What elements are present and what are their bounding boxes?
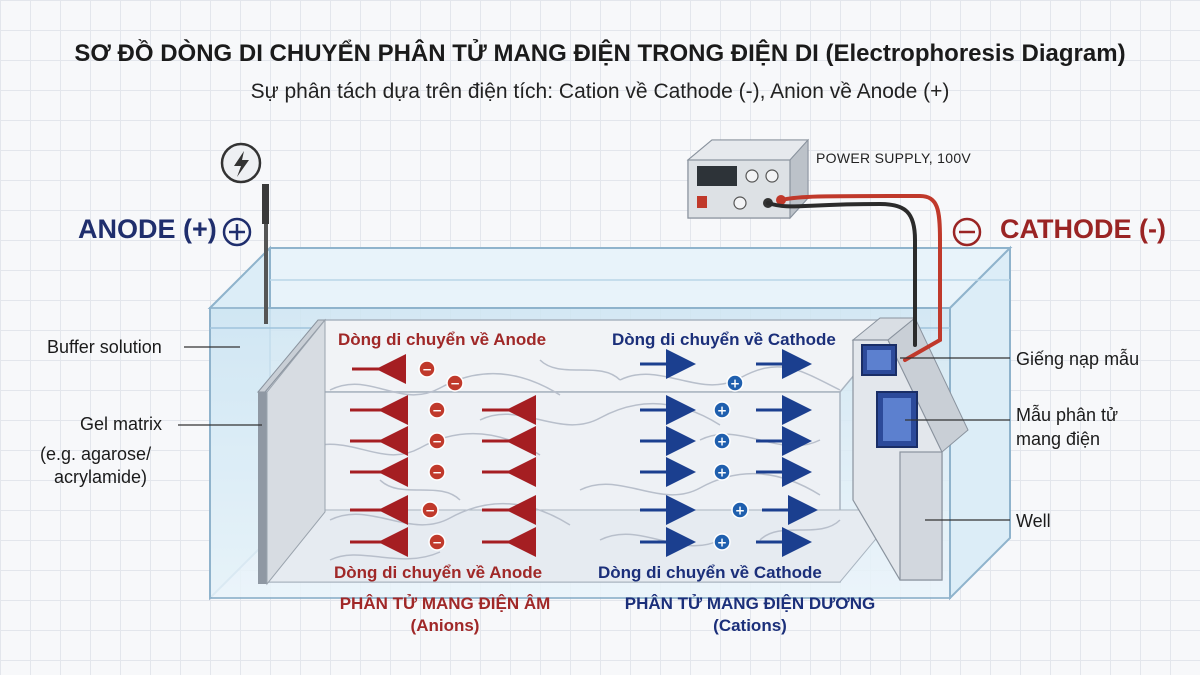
- flow-to-cathode-label-bottom: Dòng di chuyển về Cathode: [598, 563, 822, 582]
- anion-particle: −: [428, 401, 446, 419]
- charged-sample-label: Mẫu phân tử: [1016, 405, 1119, 425]
- svg-text:−: −: [432, 466, 442, 480]
- cation-arrows: [640, 349, 818, 557]
- cathode-minus-icon: [952, 217, 982, 247]
- cables: [766, 193, 942, 362]
- cation-particle: +: [713, 463, 731, 481]
- gel-matrix-label: Gel matrix: [80, 414, 163, 434]
- cation-particle: +: [731, 501, 749, 519]
- gel-matrix-example-label-2: acrylamide): [54, 467, 148, 487]
- anion-particle: −: [446, 374, 464, 392]
- svg-text:−: −: [432, 404, 442, 418]
- well-block: [851, 317, 969, 581]
- cation-group-title: PHÂN TỬ MANG ĐIỆN DƯƠNG: [624, 594, 876, 613]
- cation-particle: +: [713, 401, 731, 419]
- anion-particle: −: [428, 432, 446, 450]
- power-supply-label: POWER SUPPLY, 100V: [816, 150, 972, 166]
- well-label: Well: [1016, 511, 1051, 531]
- svg-text:+: +: [717, 435, 727, 449]
- charged-sample-label-2: mang điện: [1016, 429, 1101, 449]
- buffer-solution-label: Buffer solution: [47, 337, 162, 357]
- flow-to-anode-label-top: Dòng di chuyển về Anode: [338, 330, 547, 349]
- cation-group-subtitle: (Cations): [713, 616, 787, 635]
- anion-group-subtitle: (Anions): [410, 616, 480, 635]
- flow-to-cathode-label-top: Dòng di chuyển về Cathode: [612, 330, 836, 349]
- anode-label: ANODE (+): [78, 214, 217, 244]
- cation-group-label: PHÂN TỬ MANG ĐIỆN DƯƠNG (Cations): [590, 593, 910, 637]
- anode-slab: [256, 318, 327, 586]
- anion-group-title: PHÂN TỬ MANG ĐIỆN ÂM: [339, 594, 551, 613]
- gel-matrix-example-label: (e.g. agarose/: [40, 444, 152, 464]
- cation-particle: +: [713, 432, 731, 450]
- page-subtitle: Sự phân tách dựa trên điện tích: Cation …: [250, 80, 950, 103]
- cation-particle: +: [713, 533, 731, 551]
- anion-particle: −: [428, 533, 446, 551]
- anode-electrode: [220, 142, 269, 324]
- page-title: SƠ ĐỒ DÒNG DI CHUYỂN PHÂN TỬ MANG ĐIỆN T…: [74, 40, 1126, 67]
- cation-group: ++++++: [713, 374, 749, 551]
- anion-arrows: [350, 354, 536, 557]
- svg-text:−: −: [425, 504, 435, 518]
- svg-text:−: −: [432, 536, 442, 550]
- svg-text:−: −: [422, 363, 432, 377]
- anode-plus-icon: [222, 217, 252, 247]
- anion-particle: −: [428, 463, 446, 481]
- svg-text:−: −: [450, 377, 460, 391]
- power-supply: [686, 138, 810, 220]
- anion-group: −−−−−−−: [418, 360, 464, 551]
- anion-particle: −: [421, 501, 439, 519]
- anion-particle: −: [418, 360, 436, 378]
- anion-group-label: PHÂN TỬ MANG ĐIỆN ÂM (Anions): [300, 593, 590, 637]
- callout-lines: [178, 346, 1010, 521]
- svg-text:−: −: [432, 435, 442, 449]
- cation-particle: +: [726, 374, 744, 392]
- svg-text:+: +: [717, 536, 727, 550]
- svg-text:+: +: [717, 404, 727, 418]
- sample-well-top: [861, 344, 897, 376]
- svg-text:+: +: [735, 504, 745, 518]
- cathode-label: CATHODE (-): [1000, 214, 1166, 244]
- loading-well-label: Giếng nạp mẫu: [1016, 349, 1140, 369]
- svg-text:+: +: [717, 466, 727, 480]
- svg-text:+: +: [730, 377, 740, 391]
- flow-to-anode-label-bottom: Dòng di chuyển về Anode: [334, 563, 543, 582]
